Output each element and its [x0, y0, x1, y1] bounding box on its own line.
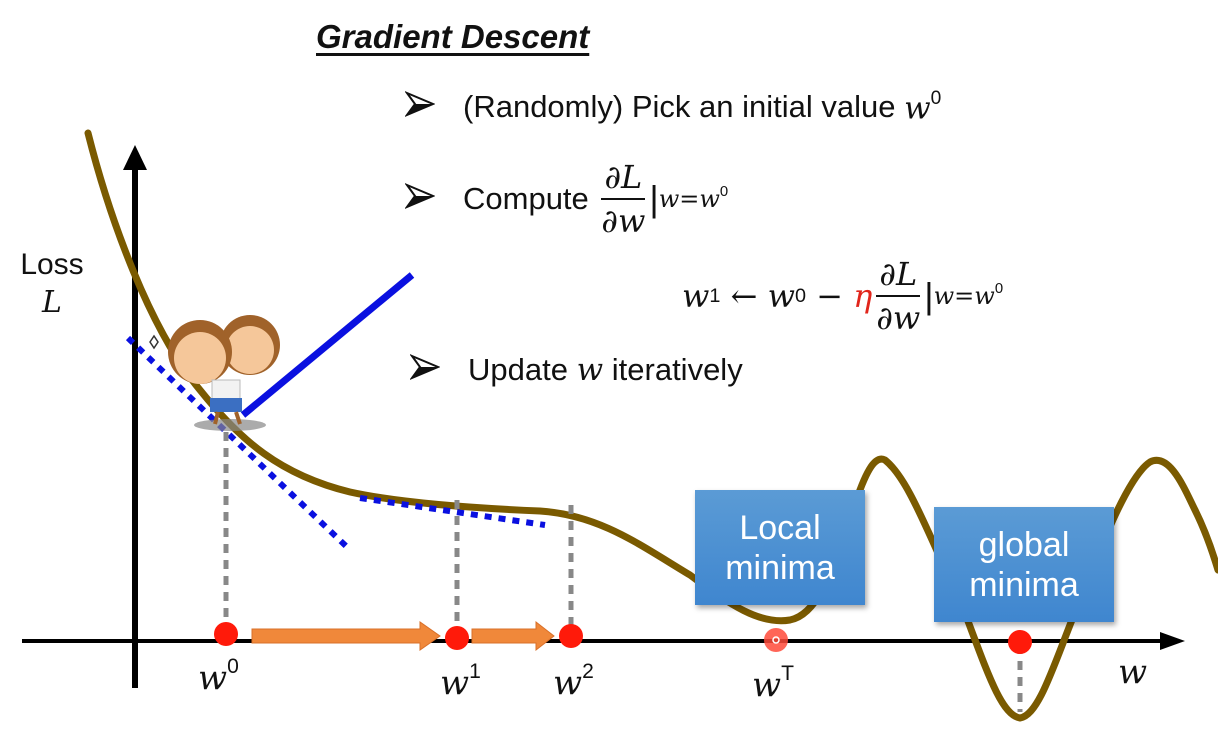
y-axis-label: Loss L: [20, 248, 84, 320]
bullet-arrow-icon: [404, 89, 436, 125]
label-wT: wT: [752, 662, 794, 705]
eval-point: w=w0: [658, 184, 729, 214]
bullet-pick-initial: (Randomly) Pick an initial value w0: [404, 88, 942, 127]
x-axis-arrow-icon: [1160, 632, 1185, 650]
math-w: w0: [904, 88, 942, 127]
point-w1: [445, 626, 469, 650]
slope-line: [240, 272, 415, 418]
x-axis-label: w: [1118, 652, 1148, 692]
label-w2: w2: [553, 660, 594, 703]
slide-title: Gradient Descent: [316, 18, 590, 55]
derivative-fraction: ∂L ∂w: [601, 158, 646, 240]
point-w0: [214, 622, 238, 646]
label-w0: w0: [198, 655, 239, 698]
tangent-line-w0: [125, 335, 351, 551]
step-arrow-2: [471, 620, 555, 652]
point-w2: [559, 624, 583, 648]
bullet-text: Compute: [463, 181, 589, 216]
bullet-text: (Randomly) Pick an initial value: [463, 89, 896, 125]
label-w1: w1: [440, 660, 481, 703]
local-minima-callout: Local minima: [695, 490, 865, 605]
bullet-arrow-icon: [409, 352, 441, 388]
point-wT: [764, 628, 788, 652]
monkey-character-icon: [149, 315, 280, 431]
global-minima-callout: global minima: [934, 507, 1114, 622]
eval-bar: |: [649, 178, 659, 219]
derivative-fraction: ∂L ∂w: [876, 255, 921, 337]
point-global-min: [1008, 630, 1032, 654]
learning-rate-eta: η: [853, 277, 873, 315]
tangent-line-w1: [359, 495, 546, 528]
bullet-arrow-icon: [404, 181, 436, 217]
y-axis-arrow-icon: [123, 145, 147, 170]
step-arrow-1: [251, 621, 441, 651]
bullet-update: Update w iteratively: [409, 352, 743, 388]
bullet-compute: Compute ∂L ∂w |w=w0: [404, 158, 729, 240]
